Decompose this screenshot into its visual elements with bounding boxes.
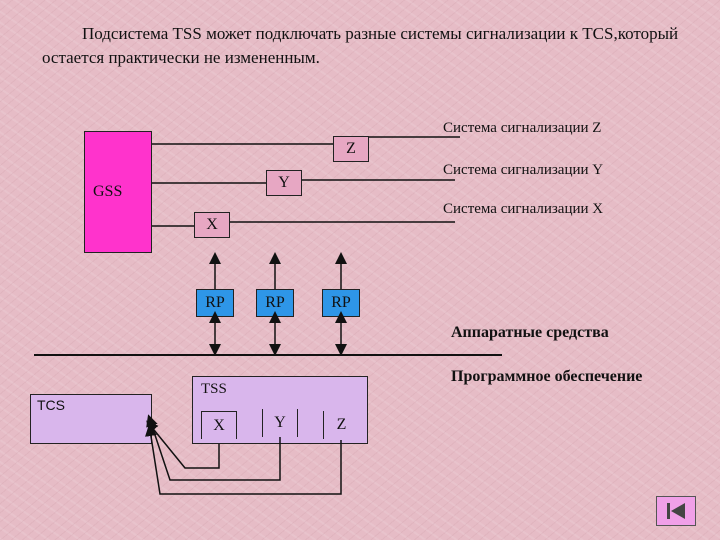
sig-box-z: Z [333,136,369,162]
signal-system-z-label: Система сигнализации Z [443,120,602,136]
tss-module-x: X [201,411,237,439]
gss-label: GSS [93,183,123,200]
software-label: Программное обеспечение [451,368,643,385]
tss-label: TSS [201,381,227,397]
sig-box-x: X [194,212,230,238]
sig-box-y: Y [266,170,302,196]
tss-module-z: Z [323,411,359,439]
slide-heading: Подсистема TSS может подключать разные с… [42,24,679,67]
tcs-label: TCS [37,397,65,413]
rp-box-2: RP [256,289,294,317]
tss-module-y: Y [262,409,298,437]
signal-system-x-label: Система сигнализации X [443,201,604,217]
hardware-label: Аппаратные средства [451,324,609,341]
gss-block: GSS [84,131,152,253]
previous-slide-button[interactable] [656,496,696,526]
signal-system-y-label: Система сигнализации Y [443,162,604,178]
tcs-block: TCS [30,394,152,444]
skip-back-icon [667,503,685,519]
